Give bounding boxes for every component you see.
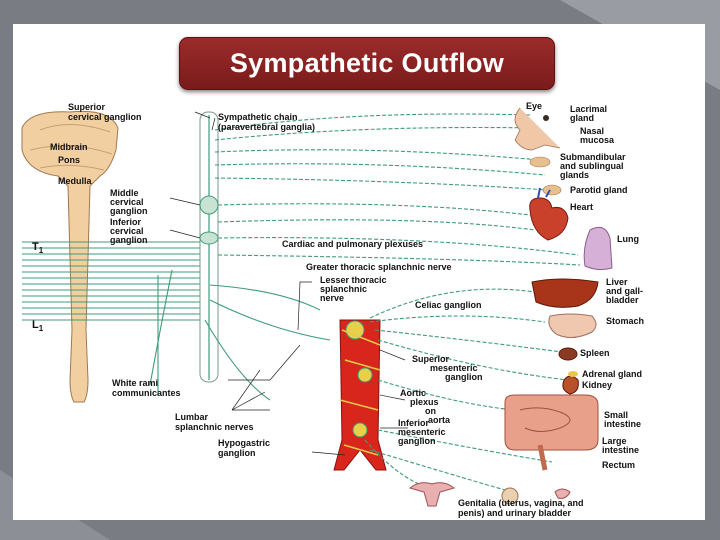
hypogastric-ganglion-label: Hypogastric ganglion: [218, 438, 273, 458]
midbrain-label: Midbrain: [50, 142, 88, 152]
superior-cervical-ganglion-label: Superior cervical ganglion: [68, 102, 142, 122]
organs: [408, 107, 613, 507]
nasal-mucosa-label: Nasal mucosa: [580, 126, 615, 145]
cardiac-pulmonary-plexuses-label: Cardiac and pulmonary plexuses: [282, 239, 423, 249]
aorta: [333, 319, 387, 471]
lumbar-splanchnic-nerves-label: Lumbar splanchnic nerves: [175, 412, 254, 432]
white-rami-communicantes-label: White rami communicantes: [112, 378, 181, 398]
leader-lines: [169, 111, 408, 456]
pons-label: Pons: [58, 155, 80, 165]
large-intestine-label: Large intestine: [602, 436, 639, 455]
sympathetic-chain-label: Sympathetic chain (paravertebral ganglia…: [218, 112, 315, 132]
t1-label: T1: [32, 241, 44, 255]
kidney-label: Kidney: [582, 380, 612, 390]
eye-label: Eye: [526, 101, 542, 111]
brainstem-spinal-cord: [21, 110, 119, 403]
spleen-label: Spleen: [580, 348, 610, 358]
middle-cervical-ganglion-label: Middle cervical ganglion: [110, 188, 148, 216]
inferior-mesenteric-ganglion-label: Inferior mesenteric ganglion: [398, 418, 448, 446]
lung-label: Lung: [617, 234, 639, 244]
small-intestine-label: Small intestine: [604, 410, 641, 429]
aortic-plexus-label: Aortic plexus on aorta: [400, 388, 451, 425]
spinal-nerve-lines: [22, 241, 200, 321]
stomach-label: Stomach: [606, 316, 644, 326]
rectum-label: Rectum: [602, 460, 635, 470]
lacrimal-gland-label: Lacrimal gland: [570, 104, 610, 123]
celiac-ganglion-label: Celiac ganglion: [415, 300, 482, 310]
title-banner: Sympathetic Outflow: [179, 37, 555, 90]
adrenal-gland-label: Adrenal gland: [582, 369, 642, 379]
greater-splanchnic-label: Greater thoracic splanchnic nerve: [306, 262, 452, 272]
genitalia-label: Genitalia (uterus, vagina, and penis) an…: [458, 498, 586, 518]
sympathetic-chain: [199, 111, 219, 383]
submandibular-glands-label: Submandibular and sublingual glands: [560, 152, 628, 180]
slide-title: Sympathetic Outflow: [229, 48, 505, 78]
medulla-label: Medulla: [58, 176, 92, 186]
l1-label: L1: [32, 319, 44, 333]
inferior-cervical-ganglion-label: Inferior cervical ganglion: [110, 217, 148, 245]
postganglionic-fibers: [214, 113, 581, 491]
lesser-splanchnic-label: Lesser thoracic splanchnic nerve: [320, 275, 389, 303]
parotid-gland-label: Parotid gland: [570, 185, 628, 195]
heart-label: Heart: [570, 202, 593, 212]
superior-mesenteric-ganglion-label: Superior mesenteric ganglion: [412, 354, 483, 382]
liver-gallbladder-label: Liver and gall- bladder: [606, 277, 646, 305]
